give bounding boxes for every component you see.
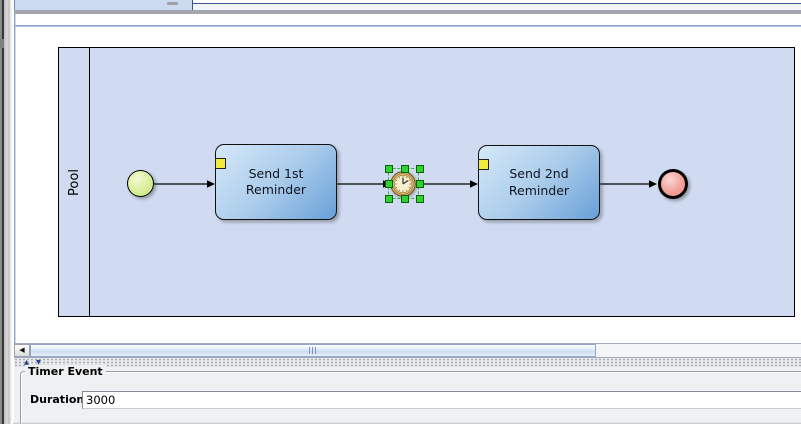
task-label: Send 1st Reminder xyxy=(245,165,307,197)
scrollbar-grip-icon xyxy=(309,347,317,354)
diagram-canvas[interactable]: Pool Send xyxy=(16,27,801,343)
canvas-panel-border-top xyxy=(15,25,801,27)
tab-grip-icon xyxy=(167,2,178,5)
horizontal-scrollbar[interactable]: ◀ xyxy=(14,343,801,358)
end-event[interactable] xyxy=(658,169,688,199)
scrollbar-thumb[interactable] xyxy=(30,344,596,357)
window-edge-notch xyxy=(0,39,4,48)
split-pane-divider[interactable]: ▲ ▼ xyxy=(14,358,801,367)
toolbar-edge xyxy=(14,10,801,14)
pool-label-band[interactable]: Pool xyxy=(59,48,90,316)
timer-event-clock-icon[interactable] xyxy=(389,170,417,198)
window-bottom-shade xyxy=(13,422,801,424)
document-tab[interactable] xyxy=(14,0,193,10)
task-marker-icon xyxy=(215,158,226,169)
scroll-left-button[interactable]: ◀ xyxy=(14,344,30,357)
selection-handle-s[interactable] xyxy=(401,195,409,203)
task-send-1st-reminder[interactable]: Send 1st Reminder xyxy=(215,144,337,220)
selection-handle-w[interactable] xyxy=(385,180,393,188)
collapse-up-icon[interactable]: ▲ xyxy=(24,358,29,366)
sequence-flow-4[interactable] xyxy=(600,180,657,188)
tab-strip-filler xyxy=(193,0,801,10)
group-title: Timer Event xyxy=(25,365,106,378)
task-label: Send 2nd Reminder xyxy=(508,166,570,198)
sequence-flow-3[interactable] xyxy=(416,180,478,188)
selection-handle-se[interactable] xyxy=(416,195,424,203)
left-arrow-icon: ◀ xyxy=(19,346,25,354)
timer-event-group-border xyxy=(20,371,801,424)
duration-input[interactable] xyxy=(82,391,801,409)
selection-handle-e[interactable] xyxy=(416,180,424,188)
start-event[interactable] xyxy=(127,170,154,197)
properties-panel: Timer Event Duration xyxy=(14,365,801,424)
collapse-down-icon[interactable]: ▼ xyxy=(36,358,41,366)
sequence-flow-1[interactable] xyxy=(154,180,215,188)
selection-handle-n[interactable] xyxy=(401,165,409,173)
task-marker-icon xyxy=(478,159,489,170)
selection-handle-nw[interactable] xyxy=(385,165,393,173)
window-resize-edge[interactable] xyxy=(0,0,13,424)
selection-handle-sw[interactable] xyxy=(385,195,393,203)
sequence-flow-2[interactable] xyxy=(337,180,391,188)
task-send-2nd-reminder[interactable]: Send 2nd Reminder xyxy=(478,145,600,220)
canvas-panel-border-left xyxy=(14,14,16,358)
duration-label: Duration xyxy=(30,393,85,406)
selection-handle-ne[interactable] xyxy=(416,165,424,173)
